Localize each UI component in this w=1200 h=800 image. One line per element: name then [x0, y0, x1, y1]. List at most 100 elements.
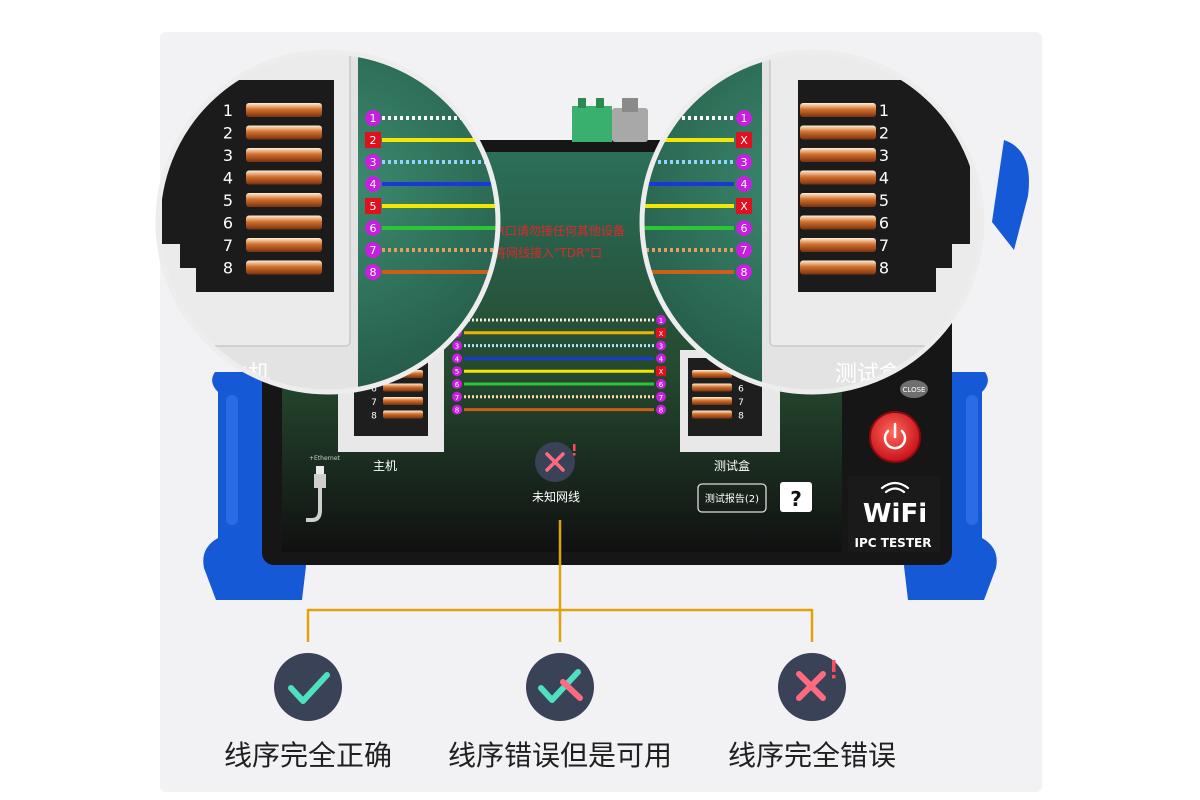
center-wire-left: 3 — [455, 343, 459, 351]
tdr-warning-line2: 请将网线接入"TDR"口 — [482, 245, 602, 260]
unknown-cable-status: 未知网线 — [532, 442, 580, 504]
tester-pin-number: 5 — [879, 191, 889, 210]
host-pin-number: 5 — [223, 191, 233, 210]
host-pin: 8 — [223, 259, 322, 278]
host-pin: 7 — [223, 236, 322, 255]
tester-pin: 5 — [800, 191, 889, 210]
brand-text: IPC TESTER — [855, 536, 932, 550]
tester-wire-marker: 8 — [741, 266, 748, 279]
tester-wire: 1 — [642, 110, 752, 126]
host-pin-number: 6 — [223, 214, 233, 233]
host-pin: 3 — [223, 146, 322, 165]
center-wire-right: 4 — [659, 355, 664, 363]
power-icon — [883, 429, 907, 450]
host-wire-marker: 2 — [370, 134, 377, 147]
small-host-pin: 8 — [371, 410, 423, 422]
test-report-button[interactable]: 测试报告(2) — [697, 483, 767, 513]
center-wire-right: 6 — [659, 381, 664, 389]
center-wire-right: 8 — [659, 407, 663, 415]
center-wire-left: 5 — [455, 368, 459, 376]
host-pin: 6 — [223, 214, 322, 233]
host-pin-number: 1 — [223, 101, 233, 120]
host-pin: 4 — [223, 169, 322, 188]
help-icon: ? — [790, 487, 802, 511]
host-wire-marker: 6 — [370, 222, 377, 235]
host-pin-number: 8 — [223, 259, 233, 278]
host-wire-marker: 8 — [370, 266, 377, 279]
tester-wire-marker: 7 — [741, 244, 748, 257]
tester-wire-marker: 3 — [741, 156, 748, 169]
legend-label-correct: 线序完全正确 — [223, 739, 392, 772]
host-wire-marker: 7 — [370, 244, 377, 257]
small-tester-pin: 6 — [692, 383, 744, 395]
small-host-pin-number: 6 — [371, 385, 377, 395]
tester-pin: 7 — [800, 236, 889, 255]
center-wire-right: 1 — [659, 317, 663, 325]
tester-pin: 3 — [800, 146, 889, 165]
tester-pin-number: 4 — [879, 169, 889, 188]
host-pin: 5 — [223, 191, 322, 210]
unknown-cable-label: 未知网线 — [532, 490, 580, 504]
close-button[interactable]: CLOSE — [900, 380, 928, 398]
center-wire-right: X — [659, 330, 664, 338]
legend-label-usable: 线序错误但是可用 — [447, 739, 672, 772]
tester-pin: 6 — [800, 214, 889, 233]
small-host-pin-number: 7 — [371, 398, 377, 408]
tester-wire-marker: 6 — [741, 222, 748, 235]
host-wire-marker: 3 — [370, 156, 377, 169]
wifi-text: WiFi — [863, 499, 927, 529]
center-wire-right: X — [659, 368, 664, 376]
small-tester-pin: 8 — [692, 410, 744, 422]
tester-pin-number: 7 — [879, 236, 889, 255]
tester-pin: 1 — [800, 101, 889, 120]
small-tester-pin-number: 6 — [738, 385, 744, 395]
tester-pin-number: 6 — [879, 214, 889, 233]
tester-wire-marker: X — [740, 134, 748, 147]
wifi-icon — [884, 487, 906, 494]
small-tester-pin: 7 — [692, 397, 744, 408]
small-host-pin: 7 — [371, 397, 423, 408]
center-wire-left: 8 — [455, 407, 459, 415]
host-pin-number: 3 — [223, 146, 233, 165]
legend-usable-icon — [526, 653, 594, 721]
host-pin-number: 7 — [223, 236, 233, 255]
tester-wire: 7 — [642, 242, 752, 258]
host-pin: 1 — [223, 101, 322, 120]
power-button[interactable] — [869, 411, 921, 463]
tester-pin-number: 3 — [879, 146, 889, 165]
center-wire-map: 112X33445X667788 — [452, 315, 666, 415]
legend-wrong-icon — [778, 653, 846, 721]
tester-pin-number: 1 — [879, 101, 889, 120]
host-wire-marker: 1 — [370, 112, 377, 125]
small-host-pin-number: 8 — [371, 412, 377, 422]
center-wire-right: 3 — [659, 343, 663, 351]
ethernet-cable-graphic: +Ethernet — [306, 455, 341, 522]
tester-wire: 3 — [642, 154, 752, 170]
host-wire-marker: 4 — [370, 178, 377, 191]
host-wire-marker: 5 — [370, 200, 377, 213]
help-button[interactable]: ? — [780, 482, 812, 512]
small-tester-pin-number: 7 — [738, 398, 744, 408]
center-wire-left: 6 — [455, 381, 460, 389]
tdr-warning-line1: TDR口请勿接任何其他设备 — [479, 223, 625, 238]
host-pin-number: 2 — [223, 124, 233, 143]
small-tester-pin-number: 8 — [738, 412, 744, 422]
host-pin-number: 4 — [223, 169, 233, 188]
center-wire-left: 7 — [455, 394, 459, 402]
host-pin: 2 — [223, 124, 322, 143]
tester-pin-number: 2 — [879, 124, 889, 143]
tester-wire: 8 — [642, 264, 752, 280]
tester-wire-marker: X — [740, 200, 748, 213]
tester-wire-marker: 4 — [741, 178, 748, 191]
legend-bracket — [306, 520, 814, 642]
